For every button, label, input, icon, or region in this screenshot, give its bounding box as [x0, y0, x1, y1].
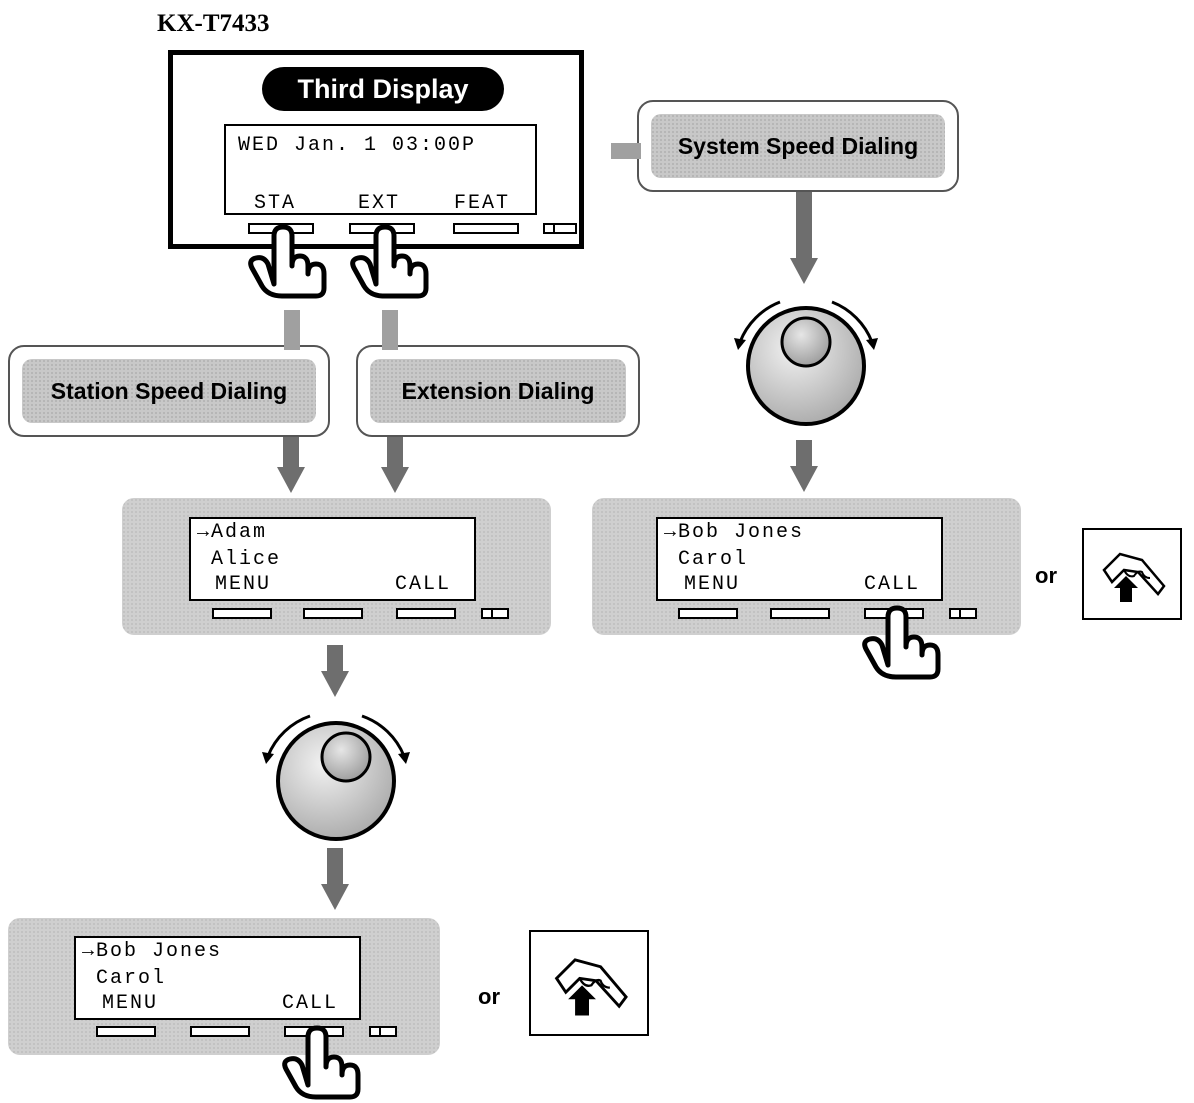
finger-press-icon — [865, 608, 938, 677]
down-arrow-icon — [790, 440, 818, 492]
model-title: KX-T7433 — [157, 10, 270, 37]
extension-dialing-box: Extension Dialing — [356, 345, 640, 437]
station-speed-dialing-box: Station Speed Dialing — [8, 345, 330, 437]
lcd-line-second: Carol — [82, 967, 167, 990]
jog-dial-icon — [734, 300, 878, 426]
down-arrow-icon — [321, 848, 349, 910]
directory-lcd-1: →Adam Alice MENU CALL — [189, 517, 476, 601]
softkey-label-feat: FEAT — [454, 192, 511, 215]
softkey-2-button[interactable] — [303, 608, 363, 619]
finger-press-icon — [251, 227, 324, 296]
down-arrow-icon — [381, 437, 409, 493]
softkey-extra-button[interactable] — [369, 1026, 397, 1037]
jog-dial-icon — [262, 714, 410, 841]
lcd-line-date: WED Jan. 1 03:00P — [238, 134, 477, 157]
softkey-1-button[interactable] — [678, 608, 738, 619]
down-arrow-icon — [321, 645, 349, 697]
lcd-menu-label: MENU — [684, 573, 741, 596]
connector-bar — [382, 310, 398, 350]
softkey-1-button[interactable] — [96, 1026, 156, 1037]
third-display-badge: Third Display — [262, 67, 504, 111]
finger-press-icon — [285, 1028, 358, 1097]
extension-dialing-label: Extension Dialing — [370, 359, 626, 423]
softkey-label-ext: EXT — [358, 192, 401, 215]
lcd-line-second: Alice — [197, 548, 282, 571]
softkey-extra-button[interactable] — [481, 608, 509, 619]
lcd-line-selected: →Bob Jones — [664, 521, 805, 544]
lcd-call-label: CALL — [864, 573, 921, 596]
or-label: or — [1035, 563, 1057, 588]
handset-off-hook-icon — [1102, 552, 1166, 602]
lcd-line-selected: →Adam — [197, 521, 268, 544]
softkey-label-sta: STA — [254, 192, 297, 215]
system-speed-dialing-label: System Speed Dialing — [651, 114, 945, 178]
down-arrow-icon — [277, 437, 305, 493]
connector-bar — [611, 143, 641, 159]
handset-off-hook-icon — [554, 958, 628, 1016]
finger-press-icon — [353, 227, 426, 296]
system-speed-dialing-box: System Speed Dialing — [637, 100, 959, 192]
lcd-menu-label: MENU — [102, 992, 159, 1015]
directory-lcd-3: →Bob Jones Carol MENU CALL — [74, 936, 361, 1020]
lcd-call-label: CALL — [282, 992, 339, 1015]
softkey-feat-button[interactable] — [453, 223, 519, 234]
softkey-extra-button[interactable] — [949, 608, 977, 619]
softkey-2-button[interactable] — [770, 608, 830, 619]
lcd-call-label: CALL — [395, 573, 452, 596]
lcd-line-second: Carol — [664, 548, 749, 571]
softkey-1-button[interactable] — [212, 608, 272, 619]
softkey-extra-button[interactable] — [543, 223, 577, 234]
down-arrow-icon — [790, 192, 818, 284]
third-display-lcd: WED Jan. 1 03:00P STA EXT FEAT — [224, 124, 537, 215]
connector-bar — [284, 310, 300, 350]
softkey-call-button[interactable] — [396, 608, 456, 619]
station-speed-dialing-label: Station Speed Dialing — [22, 359, 316, 423]
or-label: or — [478, 984, 500, 1009]
directory-lcd-2: →Bob Jones Carol MENU CALL — [656, 517, 943, 601]
softkey-2-button[interactable] — [190, 1026, 250, 1037]
lcd-line-selected: →Bob Jones — [82, 940, 223, 963]
lcd-menu-label: MENU — [215, 573, 272, 596]
